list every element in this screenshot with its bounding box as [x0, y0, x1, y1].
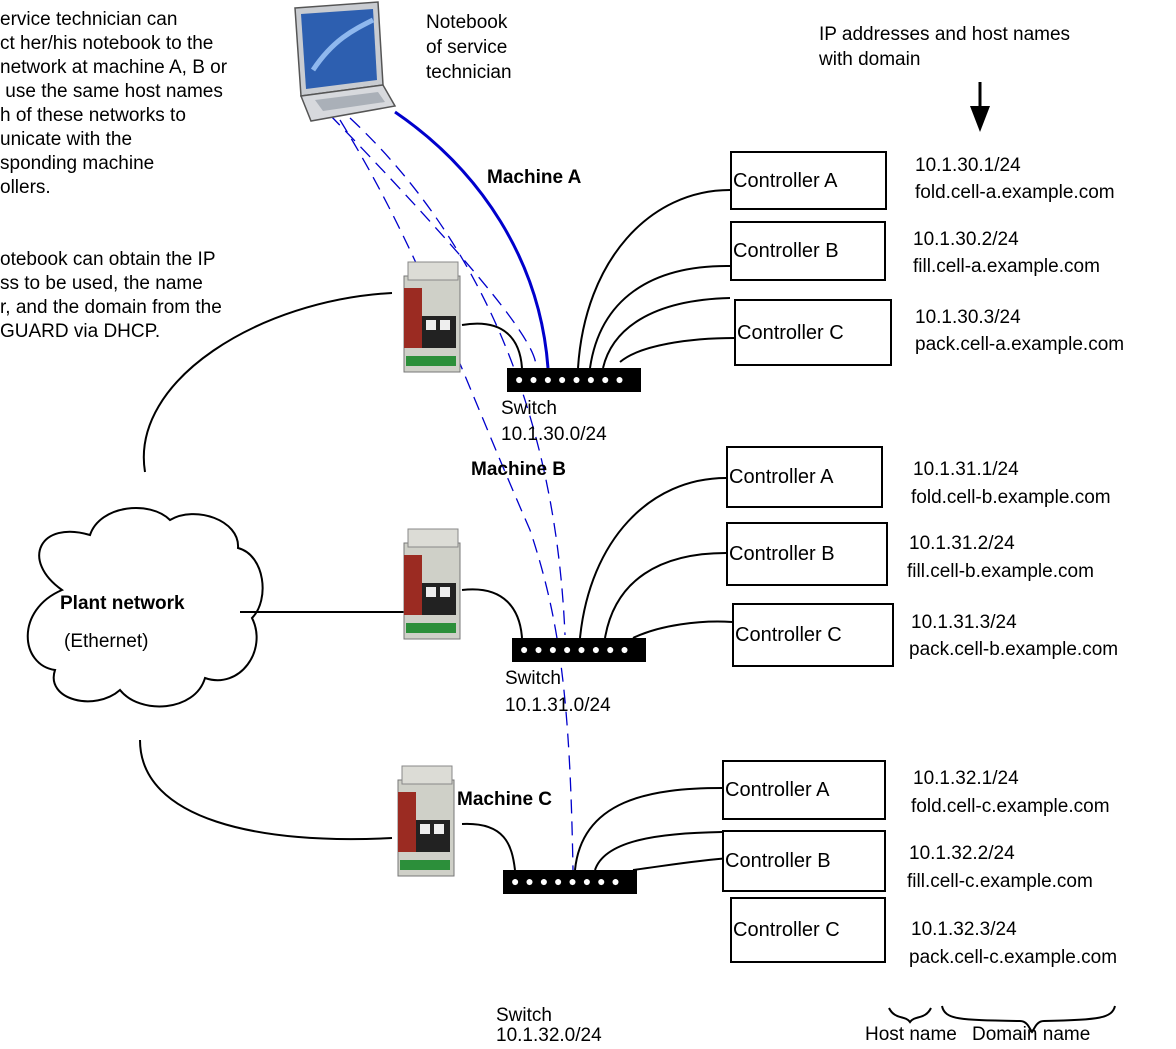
controller-ip: 10.1.32.1/24 — [913, 768, 1019, 789]
controller-ip: 10.1.30.1/24 — [915, 155, 1021, 176]
controller-a-box: Controller A — [730, 151, 887, 210]
controller-host: fill.cell-c.example.com — [907, 871, 1093, 892]
controller-host: pack.cell-c.example.com — [909, 947, 1118, 968]
controller-host: fill.cell-b.example.com — [907, 561, 1094, 582]
controller-host: fold.cell-b.example.com — [911, 487, 1111, 508]
cloud-icon — [26, 507, 264, 708]
controller-ip: 10.1.30.2/24 — [913, 229, 1019, 250]
controller-ip: 10.1.32.3/24 — [911, 919, 1017, 940]
controller-c-box: Controller C — [732, 603, 894, 667]
network-switch-icon: ● ● ● ● ● ● ● ● — [503, 870, 637, 894]
controller-b-box: Controller B — [722, 830, 886, 892]
controller-a-box: Controller A — [722, 760, 886, 820]
mguard-device-icon — [403, 528, 461, 640]
controller-a-box: Controller A — [726, 446, 883, 508]
controller-c-box: Controller C — [734, 299, 892, 366]
mguard-device-icon — [397, 765, 455, 877]
switch-c-label: Switch — [496, 1005, 552, 1026]
laptop-icon — [294, 1, 397, 122]
controller-b-box: Controller B — [730, 221, 886, 281]
domain-name-legend: Domain name — [972, 1024, 1091, 1045]
machine-a-label: Machine A — [487, 167, 582, 188]
controller-host: fill.cell-a.example.com — [913, 256, 1100, 277]
controller-host: fold.cell-a.example.com — [915, 182, 1115, 203]
controller-ip: 10.1.31.3/24 — [911, 612, 1017, 633]
mguard-device-icon — [403, 261, 461, 373]
controller-ip: 10.1.31.2/24 — [909, 533, 1015, 554]
controller-host: pack.cell-b.example.com — [909, 639, 1119, 660]
network-switch-icon: ● ● ● ● ● ● ● ● — [507, 368, 641, 392]
switch-a-subnet: 10.1.30.0/24 — [501, 424, 607, 445]
host-name-legend: Host name — [865, 1024, 957, 1045]
switch-c-subnet: 10.1.32.0/24 — [496, 1025, 602, 1046]
controller-ip: 10.1.32.2/24 — [909, 843, 1015, 864]
network-switch-icon: ● ● ● ● ● ● ● ● — [512, 638, 646, 662]
controller-ip: 10.1.31.1/24 — [913, 459, 1019, 480]
switch-b-subnet: 10.1.31.0/24 — [505, 695, 611, 716]
plant-network-title: Plant network — [60, 593, 185, 614]
controller-ip: 10.1.30.3/24 — [915, 307, 1021, 328]
controller-c-box: Controller C — [730, 897, 886, 963]
controller-host: fold.cell-c.example.com — [911, 796, 1110, 817]
plant-network-subtitle: (Ethernet) — [64, 631, 149, 652]
controller-host: pack.cell-a.example.com — [915, 334, 1125, 355]
controller-b-box: Controller B — [726, 522, 888, 586]
machine-c-label: Machine C — [457, 789, 553, 810]
switch-a-label: Switch — [501, 398, 557, 419]
switch-b-label: Switch — [505, 668, 561, 689]
machine-b-label: Machine B — [471, 459, 567, 480]
